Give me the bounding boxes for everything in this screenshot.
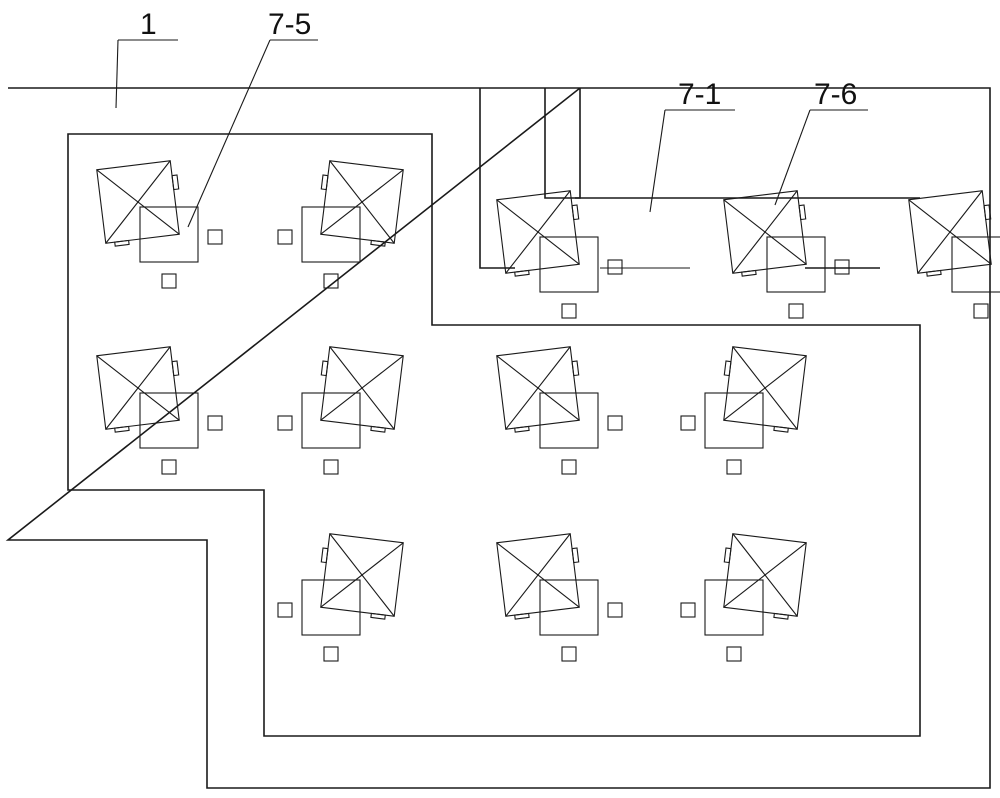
module-unit (908, 190, 1000, 319)
module-unit (277, 160, 404, 289)
module-unit (680, 533, 807, 662)
module-unit (496, 346, 623, 475)
top-channel (479, 88, 920, 269)
outer-frame (5, 87, 991, 789)
leader-lines (115, 39, 868, 228)
module-unit (96, 160, 223, 289)
module-unit (723, 190, 850, 319)
module-unit (96, 346, 223, 475)
module-unit (496, 533, 623, 662)
module-unit (496, 190, 623, 319)
inner-boundary (67, 133, 921, 737)
module-unit (277, 533, 404, 662)
label-pyramid-unit: 7-6 (814, 78, 857, 111)
label-outer-frame: 1 (140, 8, 157, 41)
label-module: 7-5 (268, 8, 311, 41)
module-units (96, 160, 1000, 662)
module-unit (680, 346, 807, 475)
label-connector: 7-1 (678, 78, 721, 111)
module-unit (277, 346, 404, 475)
